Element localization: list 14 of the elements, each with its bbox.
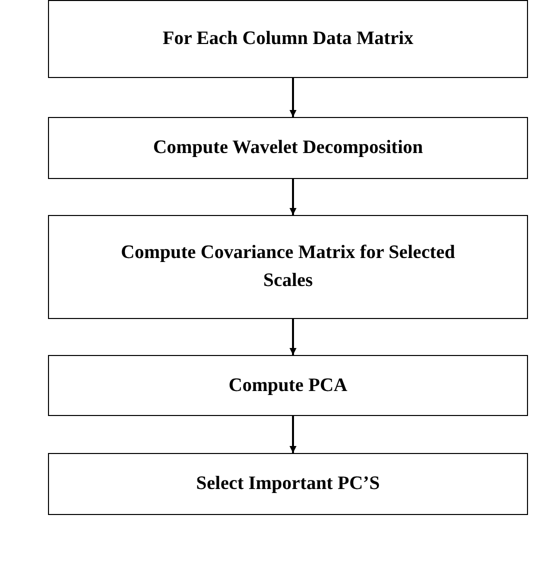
arrow bbox=[290, 319, 296, 355]
process-box bbox=[48, 453, 528, 515]
box-label: Compute Covariance Matrix for Selected Scales bbox=[120, 241, 456, 293]
arrow bbox=[290, 78, 296, 117]
process-box bbox=[48, 0, 528, 78]
box-label: Compute PCA bbox=[228, 374, 348, 398]
box-label: For Each Column Data Matrix bbox=[162, 27, 414, 52]
process-box bbox=[48, 355, 528, 416]
box-label: Compute Wavelet Decomposition bbox=[152, 136, 424, 160]
process-box bbox=[48, 215, 528, 319]
process-box bbox=[48, 117, 528, 179]
box-label: Select Important PC’S bbox=[195, 472, 381, 496]
arrow bbox=[290, 179, 296, 215]
arrow bbox=[290, 416, 296, 453]
